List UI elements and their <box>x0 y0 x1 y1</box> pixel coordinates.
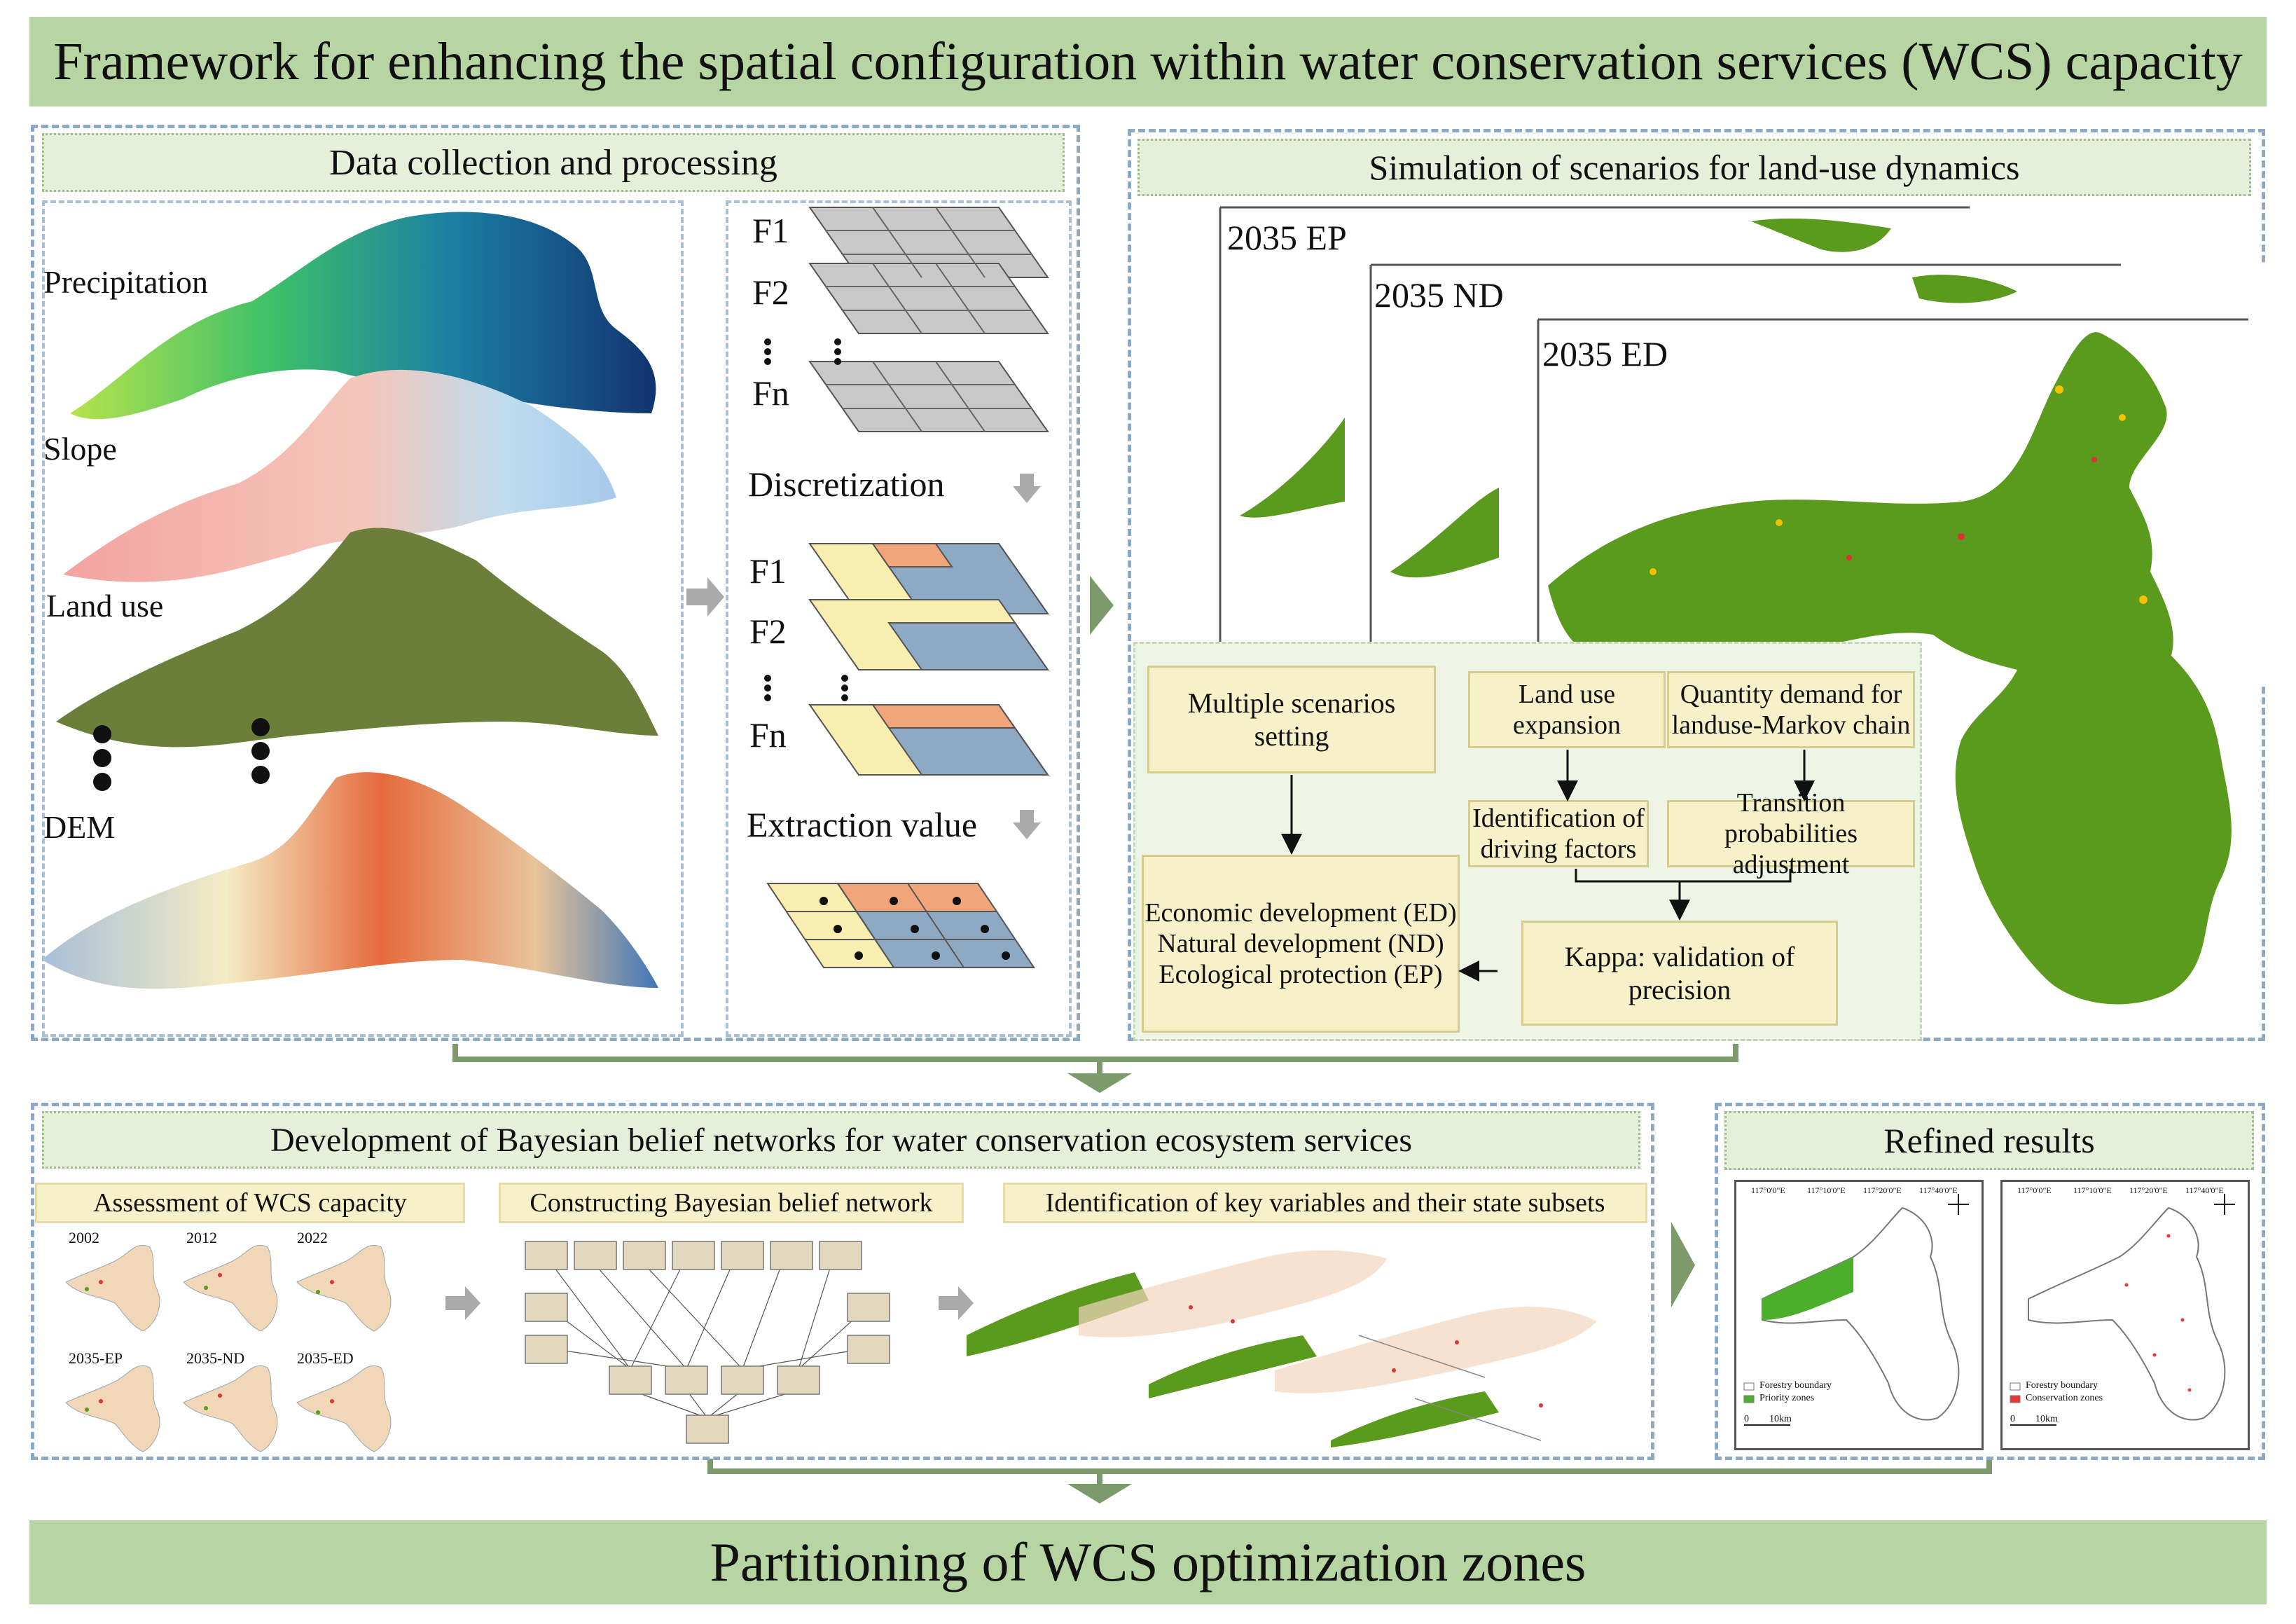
title-banner: Framework for enhancing the spatial conf… <box>29 17 2267 106</box>
layer-label-land-use: Land use <box>46 588 164 624</box>
scale-label-10km: 10km <box>2035 1414 2058 1424</box>
page-title: Framework for enhancing the spatial conf… <box>53 32 2243 91</box>
map-year-2035-ed: 2035-ED <box>297 1349 354 1367</box>
map-year-2035-nd: 2035-ND <box>186 1349 245 1367</box>
land-use-map <box>56 528 658 748</box>
dem-map <box>42 772 658 989</box>
data-section <box>31 125 1080 1041</box>
map-year-2035-ep: 2035-EP <box>69 1349 123 1367</box>
ellipsis-dot <box>251 742 270 760</box>
precipitation-map <box>70 212 656 420</box>
lon-tick: 117°0'0"E <box>2017 1185 2052 1195</box>
slope-map <box>63 369 616 582</box>
scale-label-zero: 0 <box>2010 1414 2015 1424</box>
discretization-graphic <box>764 207 1049 968</box>
lon-tick: 117°20'0"E <box>2129 1185 2168 1195</box>
layer-maps <box>42 212 658 989</box>
arrow-right-1 <box>1090 576 1114 635</box>
scale-label-10km: 10km <box>1769 1414 1792 1424</box>
wcs-capacity-maps <box>65 1244 392 1452</box>
lon-tick: 117°10'0"E <box>1807 1185 1846 1195</box>
multiple-scenarios-box: Multiple scenarios setting <box>1147 666 1436 773</box>
factor-f1-top: F1 <box>752 211 789 250</box>
data-section-title: Data collection and processing <box>42 133 1065 192</box>
legend-conservation-zones: Conservation zones <box>2026 1393 2103 1403</box>
discretization-label: Discretization <box>748 465 945 504</box>
scenario-map-ed <box>1548 332 2232 1005</box>
ellipsis-dot <box>93 749 111 767</box>
arrow-right-gray <box>939 1286 974 1320</box>
lon-tick: 117°20'0"E <box>1863 1185 1902 1195</box>
footer-banner: Partitioning of WCS optimization zones <box>29 1520 2267 1604</box>
scale-label-zero: 0 <box>1744 1414 1749 1424</box>
key-variables-map <box>967 1250 1597 1447</box>
bbn-subtitle: Constructing Bayesian belief network <box>499 1183 964 1223</box>
factor-fn-top: Fn <box>752 373 789 413</box>
map-year-2022: 2022 <box>297 1229 328 1246</box>
assessment-subtitle: Assessment of WCS capacity <box>35 1183 465 1223</box>
scenario-frame-nd <box>1369 263 2121 642</box>
refined-section <box>1715 1103 2265 1460</box>
simulation-section-title: Simulation of scenarios for land-use dyn… <box>1137 139 2251 196</box>
footer-title: Partitioning of WCS optimization zones <box>710 1532 1586 1592</box>
factor-f2-top: F2 <box>752 273 789 312</box>
layers-panel <box>42 200 684 1037</box>
scenario-ed: Economic development (ED) <box>1144 898 1457 928</box>
arrow-right-2 <box>1671 1222 1695 1307</box>
compass-icon <box>1948 1194 2235 1215</box>
scenario-map-nd <box>1390 275 2017 578</box>
flowchart-arrows <box>1281 750 1815 982</box>
refined-map-graphics <box>1743 1194 2235 1426</box>
scenario-map-ep <box>1240 218 1891 518</box>
layer-label-slope: Slope <box>43 431 117 467</box>
priority-zone-map <box>1762 1206 1960 1421</box>
legend-forestry-boundary: Forestry boundary <box>1759 1380 1832 1391</box>
key-variables-subtitle: Identification of key variables and thei… <box>1003 1183 1647 1223</box>
quantity-demand-box: Quantity demand for landuse-Markov chain <box>1667 671 1915 748</box>
refined-section-title: Refined results <box>1724 1111 2254 1170</box>
kappa-validation-box: Kappa: validation of precision <box>1521 921 1838 1026</box>
factor-fn-mid: Fn <box>749 715 787 755</box>
layer-label-precipitation: Precipitation <box>43 264 209 300</box>
transition-probabilities-box: Transition probabilities adjustment <box>1667 788 1915 879</box>
scenario-label-nd: 2035 ND <box>1374 275 1504 315</box>
lon-tick: 117°40'0"E <box>2185 1185 2224 1195</box>
driving-factors-box: Identification of driving factors <box>1468 800 1649 867</box>
scenario-ep: Ecological protection (EP) <box>1159 960 1443 989</box>
map-year-2002: 2002 <box>69 1229 99 1246</box>
land-use-expansion-box: Land use expansion <box>1468 671 1666 748</box>
arrow-down-2 <box>1067 1484 1132 1503</box>
lon-tick: 117°0'0"E <box>1751 1185 1785 1195</box>
refined-map-conservation <box>2000 1180 2250 1450</box>
ellipsis-dot <box>251 766 270 784</box>
ellipsis-dot <box>93 773 111 791</box>
arrow-down-1 <box>1067 1073 1132 1093</box>
bbn-section <box>31 1103 1654 1460</box>
scenario-nd: Natural development (ND) <box>1157 929 1444 958</box>
legend-swatches <box>1743 1382 2021 1403</box>
arrow-right-gray <box>445 1286 480 1320</box>
arrow-right-gray <box>686 577 724 617</box>
scenario-label-ed: 2035 ED <box>1542 334 1668 373</box>
discretization-panel <box>726 200 1072 1037</box>
legend-priority-zones: Priority zones <box>1759 1393 1815 1403</box>
conservation-zone-map <box>2028 1206 2226 1421</box>
scenario-label-ep: 2035 EP <box>1227 218 1347 257</box>
ellipsis-dot <box>93 725 111 743</box>
scenario-list-box: Economic development (ED) Natural develo… <box>1142 855 1460 1033</box>
map-year-2012: 2012 <box>186 1229 217 1246</box>
factor-f1-mid: F1 <box>749 551 787 591</box>
scenario-frame-ep <box>1219 206 1970 642</box>
factor-f2-mid: F2 <box>749 612 787 651</box>
lon-tick: 117°40'0"E <box>1919 1185 1958 1195</box>
scenario-frame-ed <box>1537 318 2248 642</box>
bbn-section-title: Development of Bayesian belief networks … <box>42 1111 1640 1169</box>
layer-label-dem: DEM <box>43 809 116 845</box>
lon-tick: 117°10'0"E <box>2073 1185 2112 1195</box>
legend-forestry-boundary: Forestry boundary <box>2026 1380 2098 1391</box>
bayesian-network <box>525 1241 890 1444</box>
extraction-label: Extraction value <box>747 805 978 844</box>
ellipsis-dot <box>251 718 270 736</box>
